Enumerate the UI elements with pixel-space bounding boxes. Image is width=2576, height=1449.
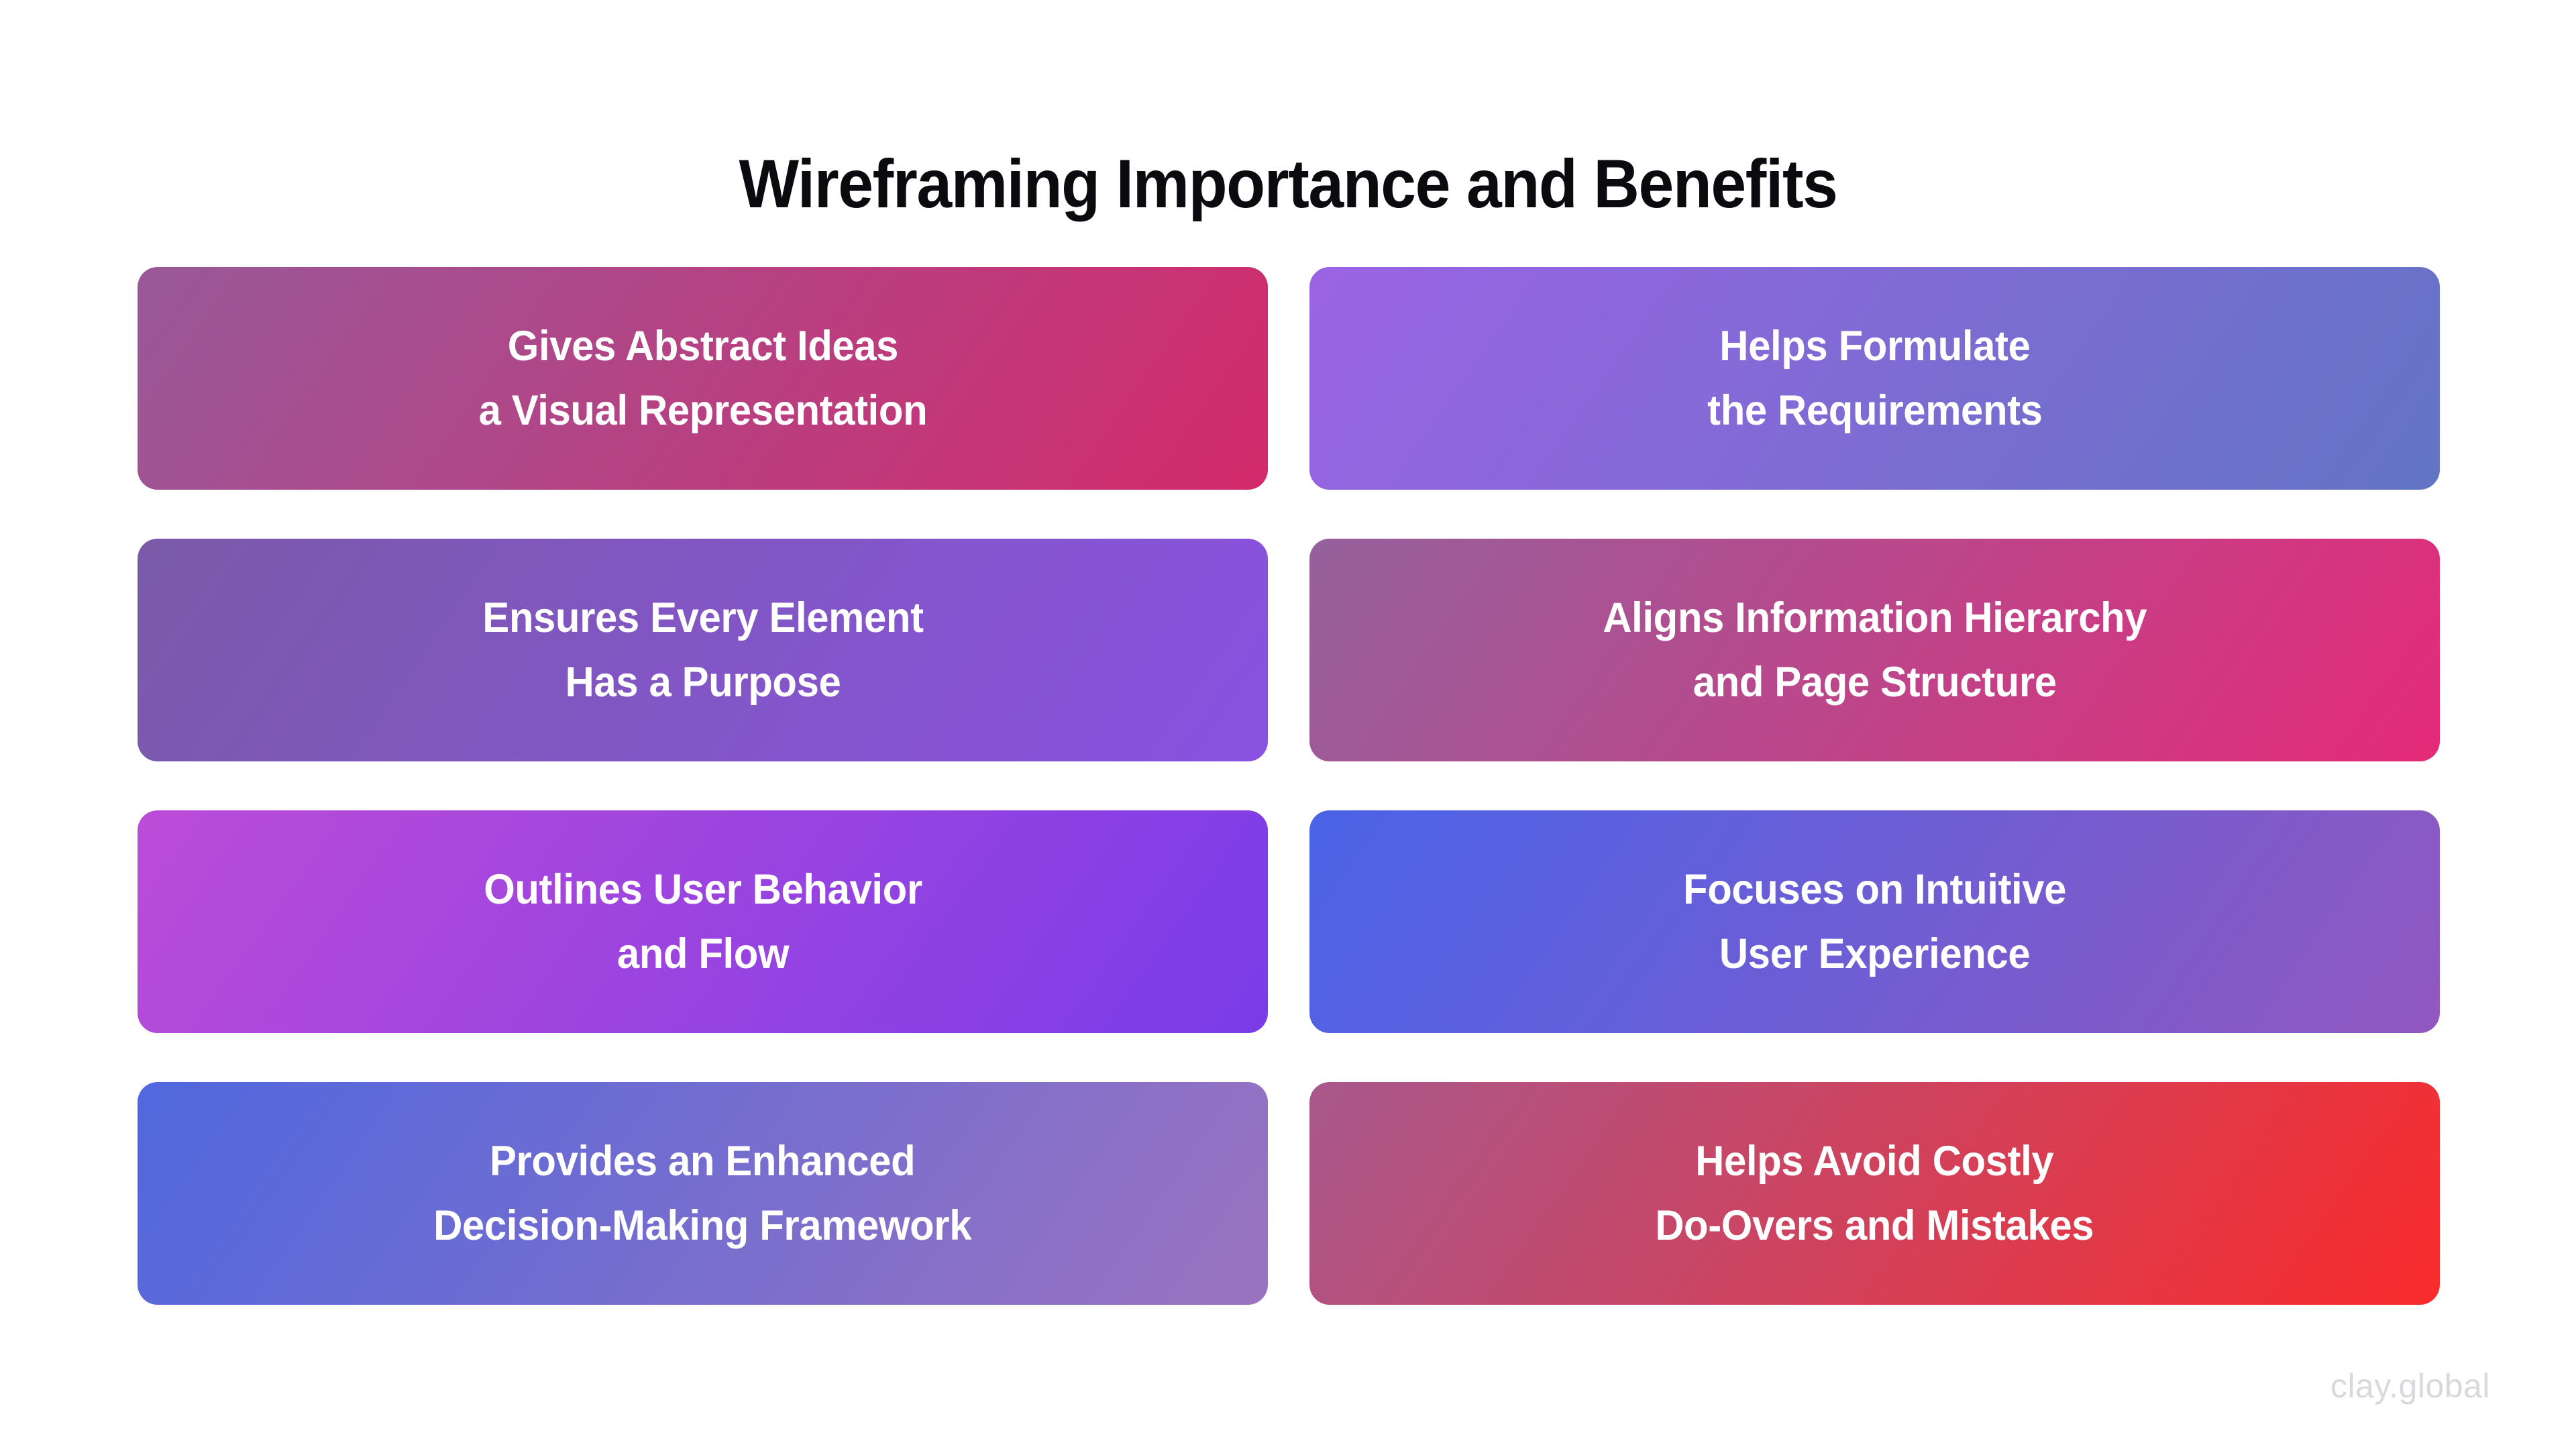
benefit-card-label: Gives Abstract Ideas a Visual Representa… [478, 323, 927, 434]
benefit-card: Provides an Enhanced Decision-Making Fra… [138, 1082, 1268, 1305]
benefit-cards-grid: Gives Abstract Ideas a Visual Representa… [138, 267, 2440, 1305]
benefit-card-label: Provides an Enhanced Decision-Making Fra… [433, 1138, 972, 1249]
benefit-card: Helps Avoid Costly Do-Overs and Mistakes [1309, 1082, 2440, 1305]
benefit-card: Focuses on Intuitive User Experience [1309, 810, 2440, 1033]
benefit-card: Outlines User Behavior and Flow [138, 810, 1268, 1033]
benefit-card-label: Outlines User Behavior and Flow [483, 866, 922, 977]
page-title: Wireframing Importance and Benefits [739, 146, 1837, 223]
benefit-card-label: Helps Avoid Costly Do-Overs and Mistakes [1655, 1138, 2094, 1249]
benefit-card: Helps Formulate the Requirements [1309, 267, 2440, 490]
benefit-card: Gives Abstract Ideas a Visual Representa… [138, 267, 1268, 490]
benefit-card: Ensures Every Element Has a Purpose [138, 539, 1268, 761]
watermark: clay.global [2330, 1367, 2490, 1405]
benefit-card-label: Ensures Every Element Has a Purpose [482, 594, 924, 706]
benefit-card-label: Focuses on Intuitive User Experience [1682, 866, 2067, 977]
benefit-card-label: Helps Formulate the Requirements [1707, 323, 2043, 434]
benefit-card-label: Aligns Information Hierarchy and Page St… [1603, 594, 2147, 706]
benefit-card: Aligns Information Hierarchy and Page St… [1309, 539, 2440, 761]
